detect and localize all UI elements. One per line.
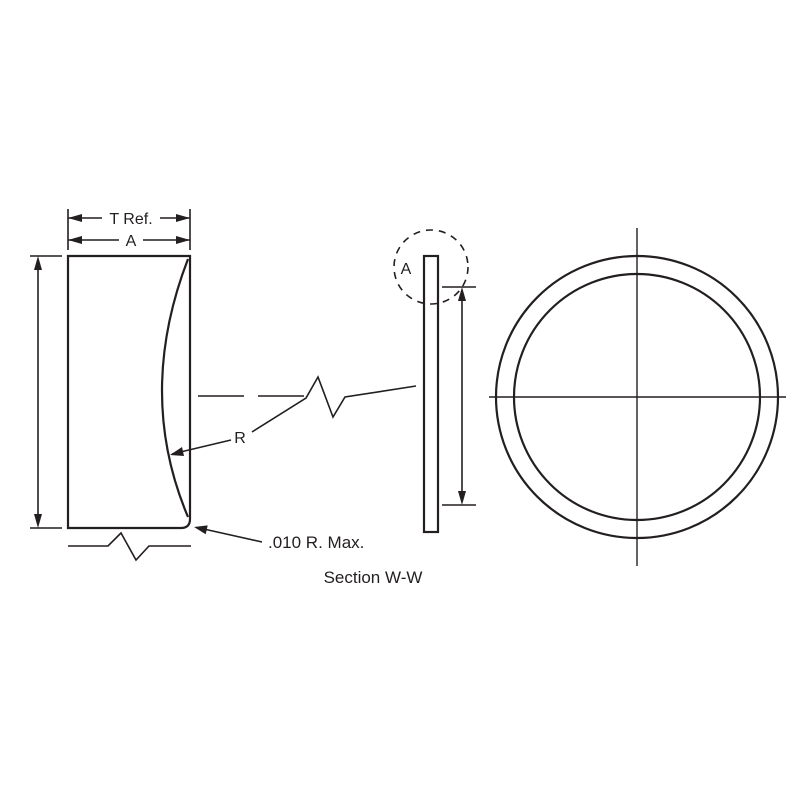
corner-radius-note: .010 R. Max. — [268, 533, 364, 552]
arrowhead — [34, 514, 42, 528]
arrowhead — [458, 491, 466, 505]
section-outline — [66, 254, 192, 530]
arrowhead — [68, 214, 82, 222]
t-ref-label: T Ref. — [109, 211, 152, 228]
front-view — [489, 228, 786, 566]
arrowhead — [194, 525, 208, 535]
r-leader-zigzag — [251, 375, 417, 433]
section-dimensions: T Ref. A R .010 R. Max. — [30, 209, 422, 587]
a-dim-label: A — [126, 233, 137, 250]
arrowhead — [176, 236, 190, 244]
r-label: R — [234, 430, 246, 447]
section-caption: Section W-W — [324, 568, 423, 587]
r-leader-1 — [171, 439, 232, 455]
lens-surface-arc — [160, 258, 190, 518]
edge-outline — [422, 254, 440, 534]
detail-circle — [393, 229, 469, 305]
arrowhead — [458, 287, 466, 301]
detail-label: A — [401, 261, 412, 278]
arrowhead — [68, 236, 82, 244]
arrowhead — [176, 214, 190, 222]
corner-radius-leader — [205, 528, 263, 543]
arrowhead — [34, 256, 42, 270]
break-line-bottom — [68, 531, 191, 562]
section-view — [66, 254, 192, 530]
edge-view: A — [393, 229, 476, 534]
